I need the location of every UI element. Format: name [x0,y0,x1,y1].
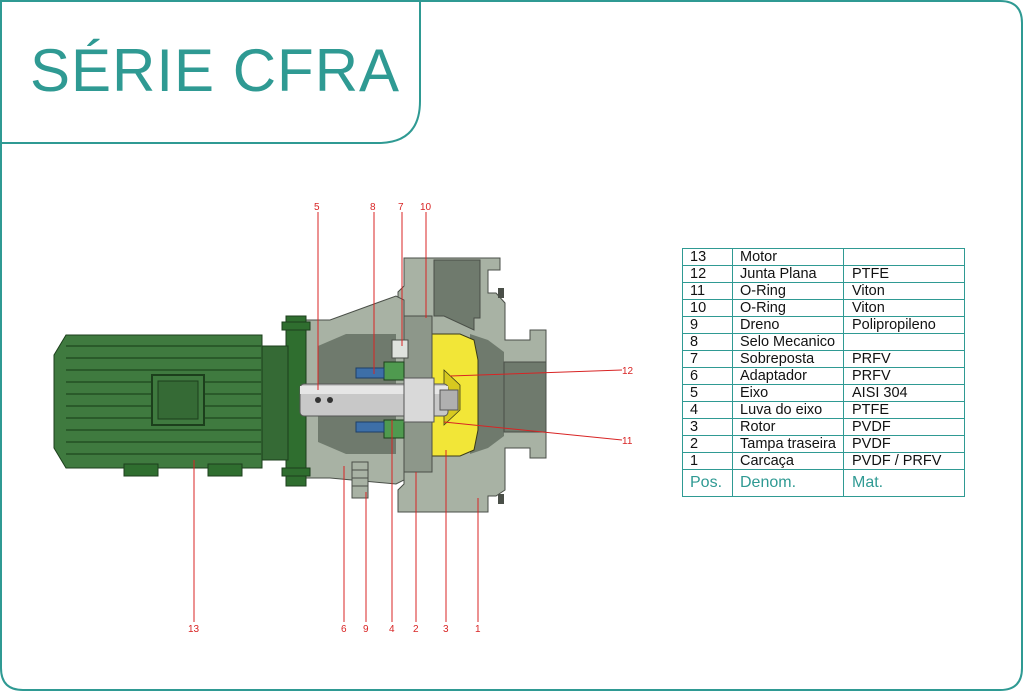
mat-cell: PTFE [843,401,965,419]
denom-cell: Eixo [732,384,844,402]
gland-cover [391,339,409,359]
mat-cell: PTFE [843,265,965,283]
denom-cell: Motor [732,248,844,266]
pos-cell: 8 [682,333,733,351]
denom-cell: Carcaça [732,452,844,470]
mat-cell: AISI 304 [843,384,965,402]
denom-header: Denom. [732,469,844,497]
mat-cell: PVDF / PRFV [843,452,965,470]
callout-11: 11 [622,436,633,447]
mat-cell: Polipropileno [843,316,965,334]
callout-5: 5 [314,202,320,213]
callout-1: 1 [475,624,481,635]
pos-cell: 5 [682,384,733,402]
mechanical-seal [355,361,405,439]
denom-cell: O-Ring [732,299,844,317]
denom-cell: Sobreposta [732,350,844,368]
mat-cell: PVDF [843,435,965,453]
denom-cell: Junta Plana [732,265,844,283]
pos-header: Pos. [682,469,733,497]
callout-13: 13 [188,624,200,635]
denom-cell: Rotor [732,418,844,436]
callout-9: 9 [363,624,369,635]
pos-cell: 9 [682,316,733,334]
pos-cell: 7 [682,350,733,368]
callout-leaders [193,212,623,622]
denom-cell: Dreno [732,316,844,334]
motor-foot [123,463,159,477]
mat-cell: PRFV [843,350,965,368]
motor [53,334,289,477]
callout-12: 12 [622,366,634,377]
pos-cell: 4 [682,401,733,419]
pos-cell: 11 [682,282,733,300]
callout-2: 2 [413,624,419,635]
callout-4: 4 [389,624,395,635]
denom-cell: Tampa traseira [732,435,844,453]
callout-6: 6 [341,624,347,635]
denom-cell: Selo Mecanico [732,333,844,351]
pos-cell: 6 [682,367,733,385]
callout-8: 8 [370,202,376,213]
mat-cell: PVDF [843,418,965,436]
mat-cell [843,248,965,266]
callout-3: 3 [443,624,449,635]
mat-cell [843,333,965,351]
pos-cell: 10 [682,299,733,317]
denom-cell: Luva do eixo [732,401,844,419]
table-header-row: Pos.Denom.Mat. [682,469,965,497]
denom-cell: Adaptador [732,367,844,385]
motor-foot [207,463,243,477]
pos-cell: 1 [682,452,733,470]
mat-cell: Viton [843,299,965,317]
mat-header: Mat. [843,469,965,497]
callout-10: 10 [420,202,432,213]
page-title: SÉRIE CFRA [30,37,401,104]
pos-cell: 12 [682,265,733,283]
pos-cell: 2 [682,435,733,453]
callout-7: 7 [398,202,404,213]
shaft-sleeve [403,377,435,423]
mat-cell: PRFV [843,367,965,385]
pos-cell: 3 [682,418,733,436]
drain [351,461,369,499]
mat-cell: Viton [843,282,965,300]
denom-cell: O-Ring [732,282,844,300]
pos-cell: 13 [682,248,733,266]
